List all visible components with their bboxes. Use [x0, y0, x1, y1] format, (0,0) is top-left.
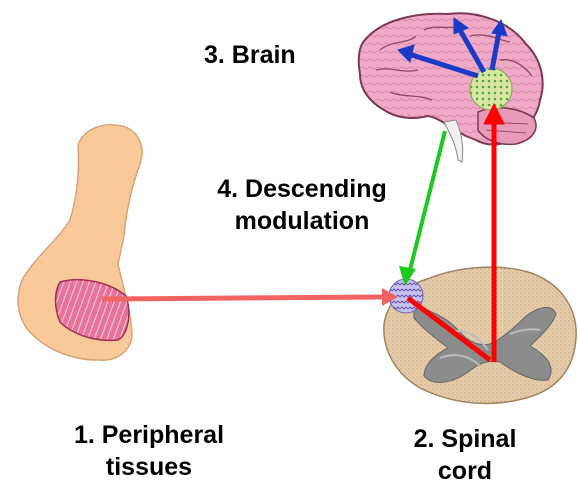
- descending-label-line1: 4. Descending: [192, 174, 412, 204]
- descending-modulation-label: 4. Descending modulation: [192, 174, 412, 236]
- spinal-label-line1: 2. Spinal: [390, 424, 540, 454]
- peripheral-tissues-label: 1. Peripheral tissues: [44, 420, 254, 482]
- peripheral-input-arrow: [102, 288, 398, 306]
- peripheral-label-line1: 1. Peripheral: [44, 420, 254, 450]
- brain-label: 3. Brain: [204, 40, 296, 70]
- spinal-label-line2: cord: [390, 456, 540, 486]
- spinal-cord-icon: [384, 267, 576, 403]
- descending-label-line2: modulation: [192, 206, 412, 236]
- spinal-cord-label: 2. Spinal cord: [390, 424, 540, 486]
- brain-icon: [359, 13, 543, 162]
- peripheral-label-line2: tissues: [44, 452, 254, 482]
- arm-icon: [18, 125, 142, 360]
